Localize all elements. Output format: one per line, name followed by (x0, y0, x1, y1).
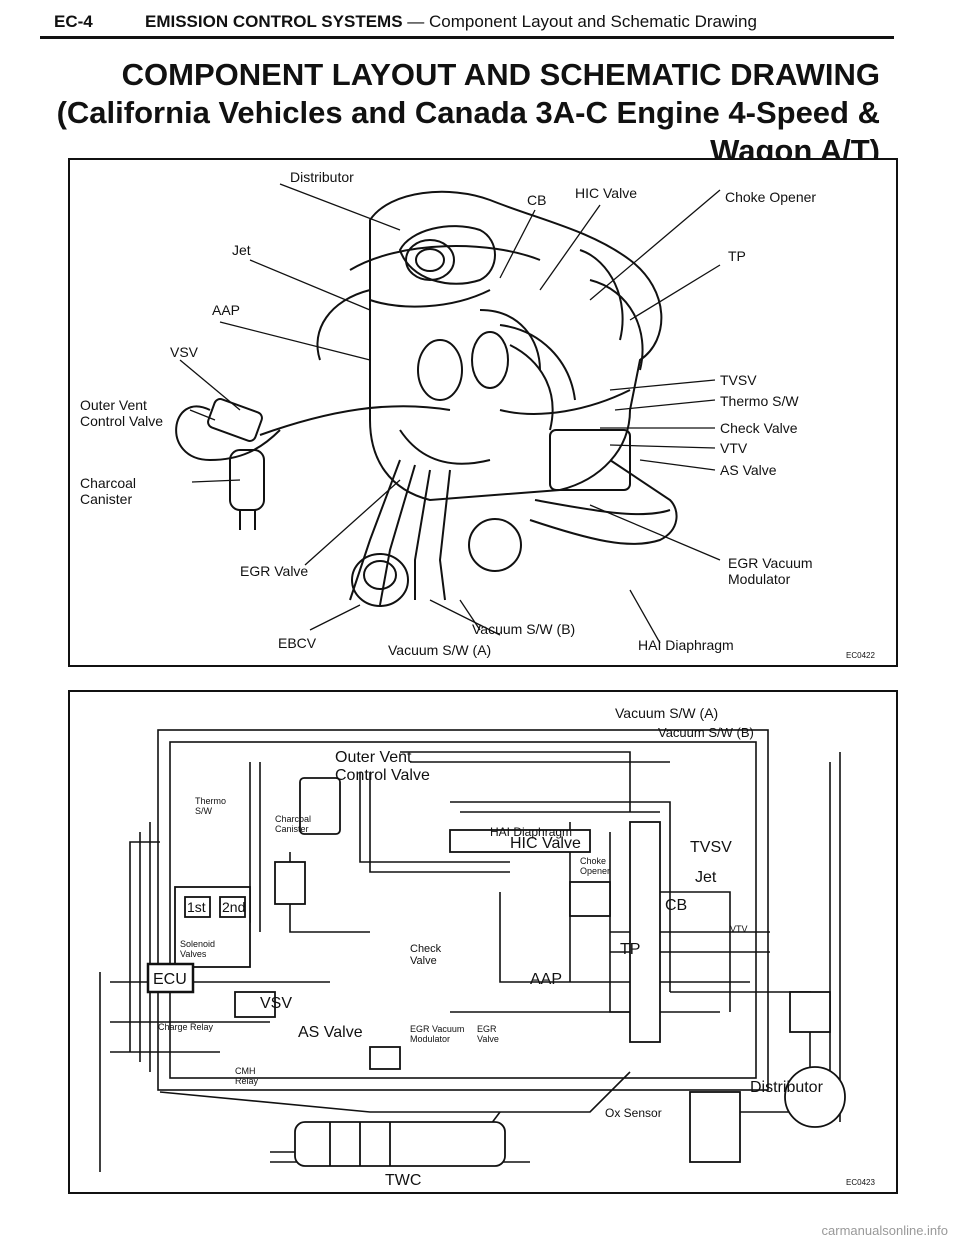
sch-label-second: 2nd (222, 899, 245, 915)
sch-label-vsv: VSV (260, 995, 292, 1012)
sch-label-thermo-2: S/W (195, 806, 213, 816)
cb-shape (569, 881, 611, 917)
twc-converter (294, 1121, 506, 1167)
label-tp: TP (728, 248, 746, 264)
sch-label-cmh-2: Relay (235, 1076, 259, 1086)
sch-label-charcoal-1: Charcoal (275, 814, 311, 824)
sch-label-egr-1: EGR (477, 1024, 497, 1034)
label-vacuum-b: Vacuum S/W (B) (472, 621, 575, 637)
schematic-panel: Vacuum S/W (A) Vacuum S/W (B) Outer Vent… (68, 690, 898, 1194)
label-egr-mod-1: EGR Vacuum (728, 555, 813, 571)
sch-label-cb: CB (665, 897, 687, 914)
label-choke-opener: Choke Opener (725, 189, 816, 205)
sch-label-vtv: VTV (730, 924, 748, 934)
sch-label-solenoid-2: Valves (180, 949, 207, 959)
vsv-center-shape (274, 861, 306, 905)
distributor-shape (784, 1066, 846, 1128)
label-outer-vent-2: Control Valve (80, 413, 163, 429)
title-line-2: (California Vehicles and Canada 3A-C Eng… (56, 95, 880, 130)
label-charcoal-1: Charcoal (80, 475, 136, 491)
sch-label-ecu: ECU (153, 971, 187, 988)
solenoid-2nd-box (219, 896, 246, 918)
sch-label-charcoal-2: Canister (275, 824, 309, 834)
sch-label-choke-1: Choke (580, 856, 606, 866)
sch-label-egr-mod-2: Modulator (410, 1034, 450, 1044)
label-cb: CB (527, 192, 546, 208)
sch-label-jet: Jet (695, 869, 717, 886)
label-outer-vent-1: Outer Vent (80, 397, 147, 413)
sch-label-hai: HAI Diaphragm (490, 825, 572, 839)
engine-illustration (175, 190, 678, 607)
vacuum-lines (99, 729, 841, 1172)
as-valve-shape (369, 1046, 401, 1070)
piston-cylinder (689, 1091, 741, 1163)
figure-code-1: EC0422 (846, 651, 875, 660)
page-code: EC-4 (54, 12, 93, 31)
label-aap: AAP (212, 302, 240, 318)
sch-label-check-2: Valve (410, 955, 437, 967)
label-charcoal-2: Canister (80, 491, 132, 507)
label-hai-diaphragm: HAI Diaphragm (638, 637, 734, 653)
hic-valve-box (449, 829, 591, 853)
sch-label-cmh-1: CMH (235, 1066, 256, 1076)
header-rule (40, 36, 894, 39)
sch-label-tp: TP (620, 941, 640, 958)
label-as-valve: AS Valve (720, 462, 777, 478)
sch-label-distributor: Distributor (750, 1079, 824, 1096)
label-egr-mod-2: Modulator (728, 571, 791, 587)
sch-label-outer-vent-1: Outer Vent (335, 749, 412, 766)
header-subsection: — Component Layout and Schematic Drawing (407, 12, 757, 31)
label-ebcv: EBCV (278, 635, 317, 651)
label-tvsv: TVSV (720, 372, 757, 388)
vsv-shape (234, 991, 276, 1018)
sch-label-ox-sensor: Ox Sensor (605, 1106, 662, 1120)
sch-label-charge-relay: Charge Relay (158, 1022, 214, 1032)
sch-label-vacuum-b: Vacuum S/W (B) (658, 725, 754, 740)
sch-label-egr-2: Valve (477, 1034, 499, 1044)
sch-label-hic: HIC Valve (510, 835, 581, 852)
sch-label-tvsv: TVSV (690, 839, 732, 856)
sch-label-outer-vent-2: Control Valve (335, 767, 430, 784)
schematic-drawing: Vacuum S/W (A) Vacuum S/W (B) Outer Vent… (99, 705, 875, 1189)
label-vacuum-a: Vacuum S/W (A) (388, 642, 491, 658)
charcoal-canister-shape (299, 777, 341, 835)
page-title: COMPONENT LAYOUT AND SCHEMATIC DRAWING (… (57, 56, 880, 170)
component-layout-drawing: Distributor CB HIC Valve Choke Opener Je… (80, 169, 875, 660)
sch-label-check-1: Check (410, 943, 442, 955)
sch-label-thermo-1: Thermo (195, 796, 226, 806)
carburetor-body (629, 821, 661, 1043)
label-jet: Jet (232, 242, 251, 258)
title-line-1: COMPONENT LAYOUT AND SCHEMATIC DRAWING (121, 57, 880, 92)
sch-label-aap: AAP (530, 971, 562, 988)
thermo-valve-shape (789, 991, 831, 1033)
sch-label-egr-mod-1: EGR Vacuum (410, 1024, 464, 1034)
label-check-valve: Check Valve (720, 420, 798, 436)
label-hic-valve: HIC Valve (575, 185, 637, 201)
sch-label-vacuum-a: Vacuum S/W (A) (615, 705, 718, 721)
label-vtv: VTV (720, 440, 748, 456)
watermark: carmanualsonline.info (821, 1223, 948, 1238)
sch-label-first: 1st (187, 899, 206, 915)
figure-code-2: EC0423 (846, 1178, 875, 1187)
label-thermo-sw: Thermo S/W (720, 393, 799, 409)
sch-label-as-valve: AS Valve (298, 1024, 363, 1041)
label-distributor: Distributor (290, 169, 354, 185)
sch-label-choke-2: Opener (580, 866, 610, 876)
header-title: EMISSION CONTROL SYSTEMS — Component Lay… (145, 12, 757, 32)
label-egr-valve: EGR Valve (240, 563, 308, 579)
component-layout-panel: Distributor CB HIC Valve Choke Opener Je… (68, 158, 898, 667)
sch-label-solenoid-1: Solenoid (180, 939, 215, 949)
ecu-box (146, 962, 195, 994)
schematic-components (146, 777, 846, 1167)
label-vsv: VSV (170, 344, 199, 360)
sch-label-twc: TWC (385, 1172, 421, 1189)
header-section: EMISSION CONTROL SYSTEMS (145, 12, 403, 31)
solenoid-1st-box (184, 896, 211, 918)
leader-lines (179, 183, 721, 644)
